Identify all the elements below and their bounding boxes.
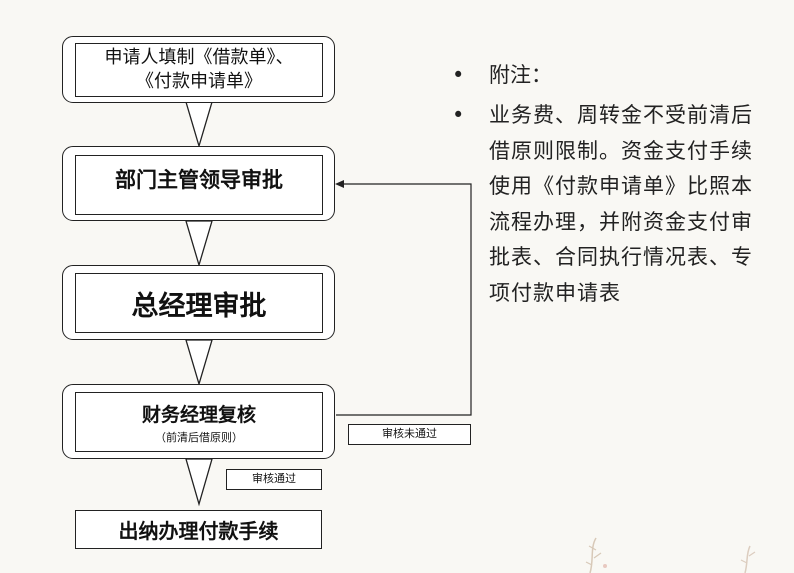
arrow-3-to-4 (185, 339, 213, 387)
note-bullet: • (452, 103, 465, 127)
step3-box: 总经理审批 (62, 265, 335, 340)
approved-label: 审核通过 (226, 469, 322, 490)
floral-decoration (585, 537, 756, 573)
note-body-row: • 业务费、周转金不受前清后借原则限制。资金支付手续使用《付款申请单》比照本流程… (452, 98, 772, 318)
step4-sublabel: （前清后借原则） (155, 430, 243, 444)
note-bullet: • (452, 63, 465, 87)
step1-line2: 《付款申请单》 (136, 71, 262, 92)
step1-line1: 申请人填制《借款单》、 (104, 47, 294, 68)
step5-label: 出纳办理付款手续 (118, 519, 279, 543)
rejected-label: 审核未通过 (348, 424, 471, 445)
step1-inner: 申请人填制《借款单》、 《付款申请单》 (75, 43, 323, 97)
step2-inner: 部门主管领导审批 (75, 155, 323, 215)
step1-box: 申请人填制《借款单》、 《付款申请单》 (62, 36, 335, 103)
step4-box: 财务经理复核 （前清后借原则） (62, 384, 335, 459)
step2-label: 部门主管领导审批 (115, 168, 283, 192)
step2-box: 部门主管领导审批 (62, 146, 335, 221)
note-body: 业务费、周转金不受前清后借原则限制。资金支付手续使用《付款申请单》比照本流程办理… (489, 103, 753, 305)
reject-arrowhead (335, 180, 344, 188)
note-title: 附注： (489, 63, 552, 87)
note-title-row: • 附注： (452, 58, 772, 94)
reject-loop-line (336, 183, 472, 416)
arrow-1-to-2 (185, 101, 213, 149)
step4-inner: 财务经理复核 （前清后借原则） (75, 392, 323, 452)
arrow-4-to-5 (185, 458, 213, 507)
step3-inner: 总经理审批 (75, 273, 323, 333)
arrow-2-to-3 (185, 220, 213, 268)
step5-box: 出纳办理付款手续 (75, 510, 322, 549)
step4-label: 财务经理复核 (141, 403, 256, 426)
step3-label: 总经理审批 (131, 290, 267, 322)
